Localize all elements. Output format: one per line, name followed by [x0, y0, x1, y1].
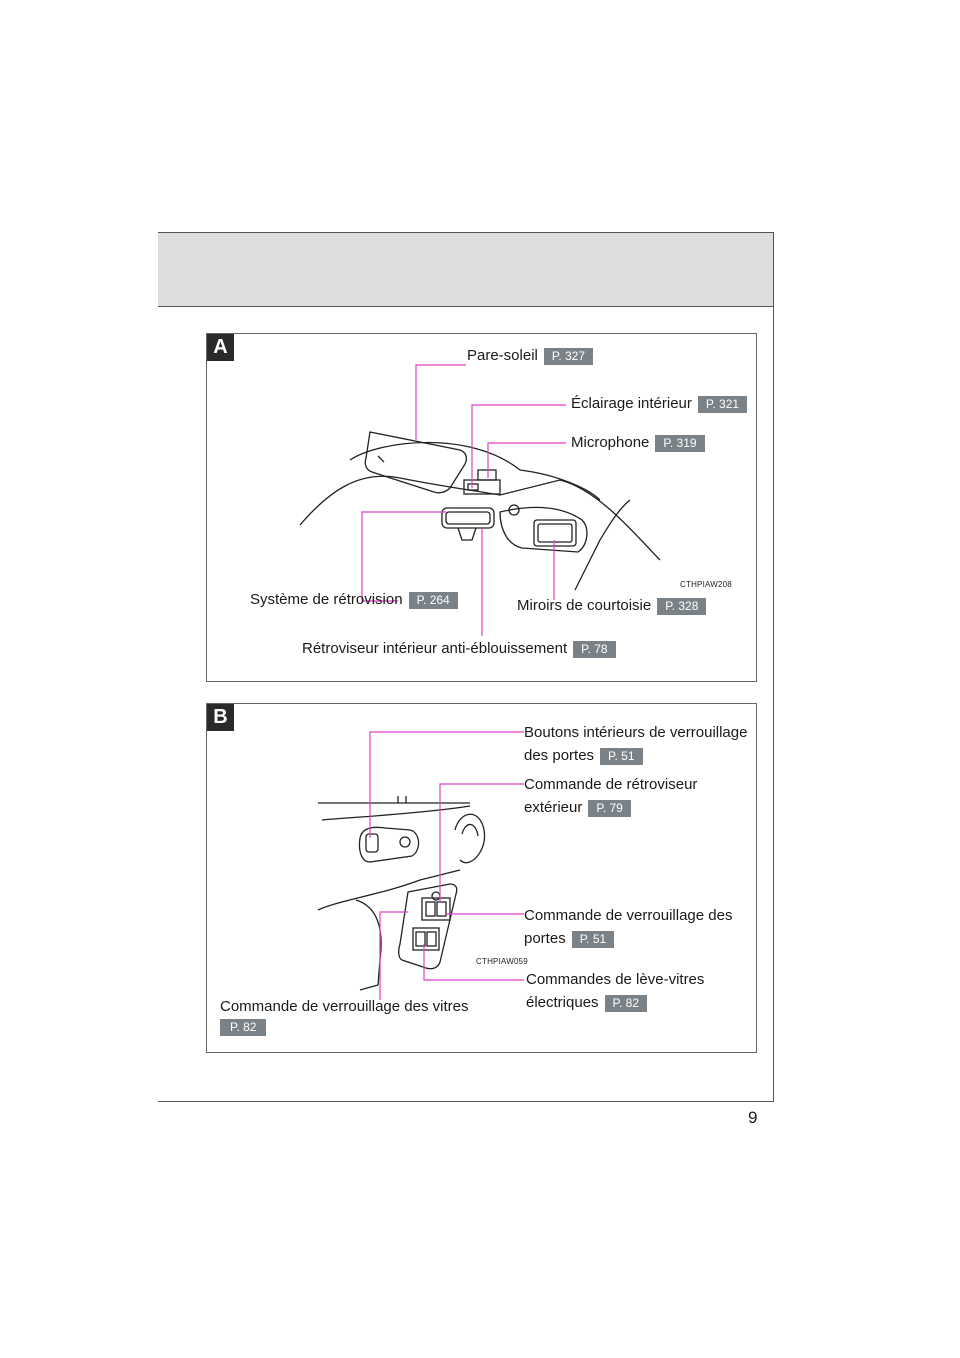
inside-lock-buttons-line1: Boutons intérieurs de verrouillage — [524, 724, 748, 741]
callout-vanity-mirrors: Miroirs de courtoisie P. 328 — [517, 596, 707, 616]
right-margin-rule — [773, 232, 774, 1102]
callout-interior-light: Éclairage intérieur P. 321 — [571, 394, 748, 414]
callout-anti-glare-mirror: Rétroviseur intérieur anti-éblouissement… — [302, 639, 616, 659]
callout-power-window-switches: Commandes de lève-vitres électriques P. 8… — [526, 970, 704, 1013]
callout-microphone: Microphone P. 319 — [571, 433, 705, 453]
sun-visor-label: Pare-soleil — [467, 347, 538, 364]
callout-window-lock-switch: Commande de verrouillage des vitres — [220, 997, 468, 1017]
outside-mirror-switch-line2: extérieur — [524, 799, 583, 816]
power-window-switches-line2: électriques — [526, 994, 599, 1011]
microphone-page-ref[interactable]: P. 319 — [655, 434, 705, 452]
outside-mirror-switch-line1: Commande de rétroviseur — [524, 776, 698, 793]
vanity-mirrors-label: Miroirs de courtoisie — [517, 597, 652, 614]
power-window-switches-line1: Commandes de lève-vitres — [526, 971, 705, 988]
callout-sun-visor: Pare-soleil P. 327 — [467, 346, 594, 366]
header-band — [158, 232, 773, 307]
page-number: 9 — [748, 1108, 758, 1127]
inside-lock-buttons-line2: des portes — [524, 747, 595, 764]
anti-glare-mirror-label: Rétroviseur intérieur anti-éblouissement — [302, 640, 568, 657]
callout-inside-lock-buttons: Boutons intérieurs de verrouillage des p… — [524, 723, 747, 766]
rear-view-system-page-ref[interactable]: P. 264 — [408, 591, 458, 609]
bottom-rule — [158, 1101, 774, 1102]
interior-light-page-ref[interactable]: P. 321 — [697, 395, 748, 413]
door-lock-switch-line2: portes — [524, 930, 566, 947]
vanity-mirrors-page-ref[interactable]: P. 328 — [657, 597, 707, 615]
section-a-letter: A — [207, 334, 234, 361]
callout-outside-mirror-switch: Commande de rétroviseur extérieur P. 79 — [524, 775, 697, 818]
window-lock-switch-page-ref[interactable]: P. 82 — [220, 1019, 267, 1036]
section-a-image-code: CTHPIAW208 — [680, 580, 732, 589]
section-b-image-code: CTHPIAW059 — [476, 957, 528, 966]
inside-lock-buttons-page-ref[interactable]: P. 51 — [600, 747, 643, 765]
door-lock-switch-line1: Commande de verrouillage des — [524, 907, 733, 924]
callout-door-lock-switch: Commande de verrouillage des portes P. 51 — [524, 906, 732, 949]
sun-visor-page-ref[interactable]: P. 327 — [543, 347, 594, 365]
interior-light-label: Éclairage intérieur — [571, 395, 692, 412]
rear-view-system-label: Système de rétrovision — [250, 591, 403, 608]
anti-glare-mirror-page-ref[interactable]: P. 78 — [573, 640, 616, 658]
section-b-letter: B — [207, 704, 234, 731]
power-window-switches-page-ref[interactable]: P. 82 — [604, 994, 648, 1012]
door-lock-switch-page-ref[interactable]: P. 51 — [571, 930, 615, 948]
outside-mirror-switch-page-ref[interactable]: P. 79 — [588, 799, 631, 817]
section-b-panel — [206, 703, 757, 1053]
callout-rear-view-system: Système de rétrovision P. 264 — [250, 590, 458, 610]
window-lock-switch-line1: Commande de verrouillage des vitres — [220, 998, 469, 1015]
microphone-label: Microphone — [571, 434, 650, 451]
